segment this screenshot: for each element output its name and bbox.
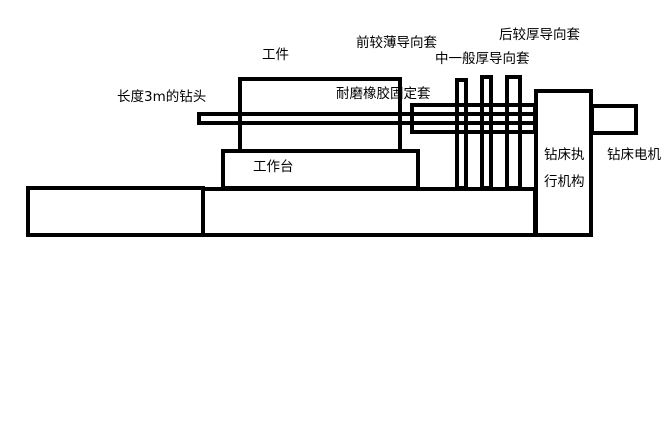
drill-bit-label: 长度3m的钻头	[117, 89, 207, 105]
machine-bed	[201, 187, 537, 237]
drill-actuator-label-line2: 行机构	[544, 174, 585, 190]
rubber-sleeve-label: 耐磨橡胶固定套	[336, 86, 431, 102]
drill-motor-shape	[590, 104, 638, 135]
rubber-sleeve-shape	[410, 103, 537, 134]
drill-actuator-label-line1: 钻床执	[544, 147, 585, 163]
middle-guide-label: 中一般厚导向套	[435, 51, 530, 67]
worktable-label: 工作台	[253, 159, 294, 175]
drill-actuator-shape	[534, 89, 593, 237]
rear-thick-guide-label: 后较厚导向套	[499, 27, 580, 43]
workpiece-label: 工件	[262, 47, 289, 63]
front-thin-guide-shape	[455, 78, 468, 190]
drill-motor-label: 钻床电机	[607, 147, 661, 163]
front-thin-guide-label: 前较薄导向套	[356, 35, 437, 51]
middle-guide-shape	[480, 75, 493, 190]
drill-bit-shape	[197, 112, 537, 125]
left-base-block	[26, 186, 205, 237]
rear-thick-guide-shape	[505, 75, 522, 190]
